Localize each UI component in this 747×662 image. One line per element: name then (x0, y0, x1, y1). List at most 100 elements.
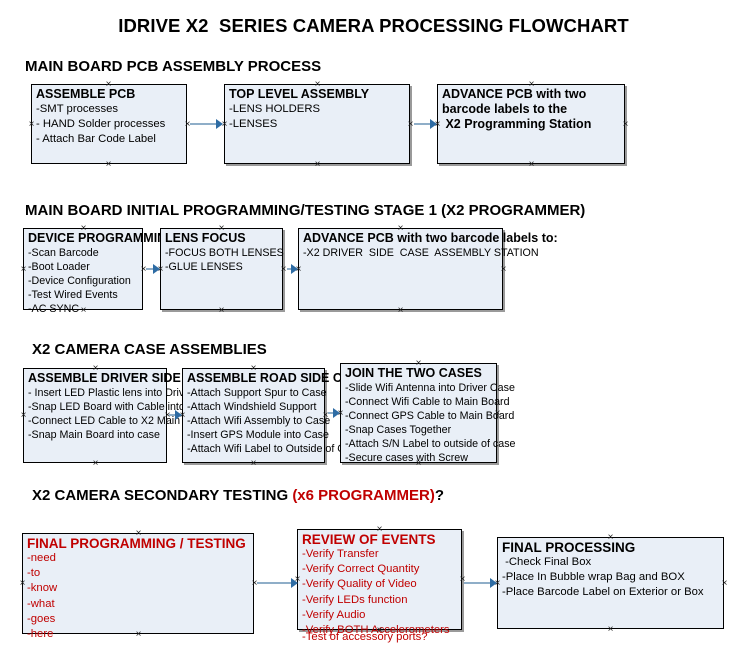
selection-handle[interactable] (493, 409, 502, 418)
box-line: -Secure cases with Screw (345, 452, 468, 464)
arrow-head-icon (175, 410, 182, 420)
box-title: REVIEW OF EVENTS (302, 532, 436, 547)
selection-handle[interactable] (217, 306, 226, 315)
selection-handle[interactable] (19, 411, 28, 420)
box-line: -Check Final Box (502, 556, 592, 568)
box-line: -goes (27, 612, 56, 625)
box-title: LENS FOCUS (165, 231, 246, 245)
selection-handle[interactable] (27, 120, 36, 129)
selection-handle[interactable] (313, 160, 322, 169)
box-line: -FOCUS BOTH LENSES (165, 247, 284, 259)
flow-box-advance-pcb-1[interactable]: ADVANCE PCB with two barcode labels to t… (437, 84, 625, 164)
selection-handle[interactable] (104, 160, 113, 169)
connector-line (146, 268, 155, 270)
selection-handle[interactable] (396, 224, 405, 233)
selection-handle[interactable] (396, 306, 405, 315)
selection-handle[interactable] (720, 579, 729, 588)
box-line: -here (27, 628, 54, 641)
box-line: -Place Barcode Label on Exterior or Box (502, 586, 704, 599)
box-line: -Attach Windshield Support (187, 401, 317, 413)
flow-box-review-of-events[interactable]: REVIEW OF EVENTS -Verify Transfer -Verif… (297, 529, 462, 643)
box-line: -Device Configuration (28, 275, 131, 287)
flow-box-assemble-pcb[interactable]: ASSEMBLE PCB -SMT processes - HAND Solde… (31, 84, 187, 164)
arrow-head-icon (291, 578, 298, 588)
selection-handle[interactable] (18, 579, 27, 588)
box-line: -Place In Bubble wrap Bag and BOX (502, 571, 685, 584)
box-line: - Insert LED Plastic lens into Driver Ca… (28, 387, 222, 399)
selection-handle[interactable] (313, 80, 322, 89)
selection-handle[interactable] (527, 80, 536, 89)
selection-handle[interactable] (375, 626, 384, 635)
selection-handle[interactable] (91, 364, 100, 373)
selection-handle[interactable] (527, 160, 536, 169)
box-line: -need (27, 552, 56, 564)
box-line: -Test Wired Events (28, 289, 118, 301)
selection-handle[interactable] (414, 359, 423, 368)
selection-handle[interactable] (249, 459, 258, 468)
box-line: -Attach Wifi Label to Outside of Case (187, 443, 363, 455)
box-line: -SMT processes (36, 103, 119, 115)
box-line: -Snap LED Board with Cable into Case (28, 401, 213, 413)
page-title: IDRIVE X2 SERIES CAMERA PROCESSING FLOWC… (118, 15, 629, 36)
box-line: -AC SYNC (28, 303, 80, 315)
box-title: ASSEMBLE PCB (36, 87, 136, 101)
box-line: -Snap Main Board into case (28, 429, 160, 441)
connector-line (190, 123, 218, 125)
box-line: -Verify Audio (302, 608, 366, 621)
arrow-head-icon (153, 264, 160, 274)
box-title: ADVANCE PCB with two barcode labels to: (303, 231, 558, 245)
selection-handle[interactable] (79, 224, 88, 233)
selection-handle[interactable] (104, 80, 113, 89)
connector-line (464, 582, 493, 584)
flow-box-assemble-road-side-case[interactable]: ASSEMBLE ROAD SIDE CASE -Attach Support … (182, 368, 368, 463)
box-line: -LENS HOLDERS (229, 103, 321, 115)
arrow-head-icon (490, 578, 497, 588)
connector-line (169, 414, 179, 416)
box-title: JOIN THE TWO CASES (345, 366, 482, 380)
flow-box-lens-focus[interactable]: LENS FOCUS -FOCUS BOTH LENSES -GLUE LENS… (160, 228, 284, 310)
box-title: FINAL PROCESSING (502, 540, 636, 555)
box-line: -Connect LED Cable to X2 Main Board (28, 415, 212, 427)
selection-handle[interactable] (499, 265, 508, 274)
box-line: -Boot Loader (28, 261, 90, 273)
box-line: -X2 DRIVER SIDE CASE ASSEMBLY STATION (303, 247, 539, 259)
box-line: barcode labels to the (442, 102, 568, 116)
flow-box-top-level-assembly[interactable]: TOP LEVEL ASSEMBLY -LENS HOLDERS -LENSES (224, 84, 410, 164)
selection-handle[interactable] (414, 459, 423, 468)
box-line: -Attach Support Spur to Case (187, 387, 327, 399)
flow-box-join-the-two-cases[interactable]: JOIN THE TWO CASES -Slide Wifi Antenna i… (340, 363, 516, 464)
selection-handle[interactable] (79, 306, 88, 315)
flow-box-final-programming-testing[interactable]: FINAL PROGRAMMING / TESTING -need -to -k… (22, 533, 254, 640)
flow-box-advance-pcb-2[interactable]: ADVANCE PCB with two barcode labels to: … (298, 228, 558, 310)
section-heading-4-accent: (x6 PROGRAMMER) (292, 487, 435, 504)
selection-handle[interactable] (217, 224, 226, 233)
connector-line (414, 123, 433, 125)
section-heading-4-suffix: ? (434, 487, 444, 504)
selection-handle[interactable] (134, 630, 143, 639)
box-line: -LENSES (229, 118, 278, 131)
selection-handle[interactable] (91, 459, 100, 468)
selection-handle[interactable] (606, 625, 615, 634)
box-title: ADVANCE PCB with two (442, 87, 587, 101)
section-heading-3: X2 CAMERA CASE ASSEMBLIES (32, 341, 267, 358)
flow-box-final-processing[interactable]: FINAL PROCESSING -Check Final Box -Place… (497, 537, 724, 629)
box-line: -Attach Wifi Assembly to Case (187, 415, 331, 427)
selection-handle[interactable] (19, 265, 28, 274)
box-title: TOP LEVEL ASSEMBLY (229, 87, 370, 101)
flow-box-device-programming[interactable]: DEVICE PROGRAMMING -Scan Barcode -Boot L… (23, 228, 176, 315)
section-heading-4: X2 CAMERA SECONDARY TESTING (x6 PROGRAMM… (32, 487, 444, 504)
box-line: -GLUE LENSES (165, 261, 243, 273)
box-line: -to (27, 567, 41, 580)
section-heading-2: MAIN BOARD INITIAL PROGRAMMING/TESTING S… (25, 202, 586, 219)
arrow-head-icon (333, 408, 340, 418)
selection-handle[interactable] (375, 525, 384, 534)
box-title: DEVICE PROGRAMMING (28, 231, 176, 245)
box-line: -know (27, 582, 58, 595)
selection-handle[interactable] (249, 364, 258, 373)
selection-handle[interactable] (621, 120, 630, 129)
selection-handle[interactable] (134, 529, 143, 538)
selection-handle[interactable] (606, 533, 615, 542)
flow-box-assemble-driver-side-case[interactable]: ASSEMBLE DRIVER SIDE CASE - Insert LED P… (23, 368, 222, 463)
connector-line (257, 582, 293, 584)
